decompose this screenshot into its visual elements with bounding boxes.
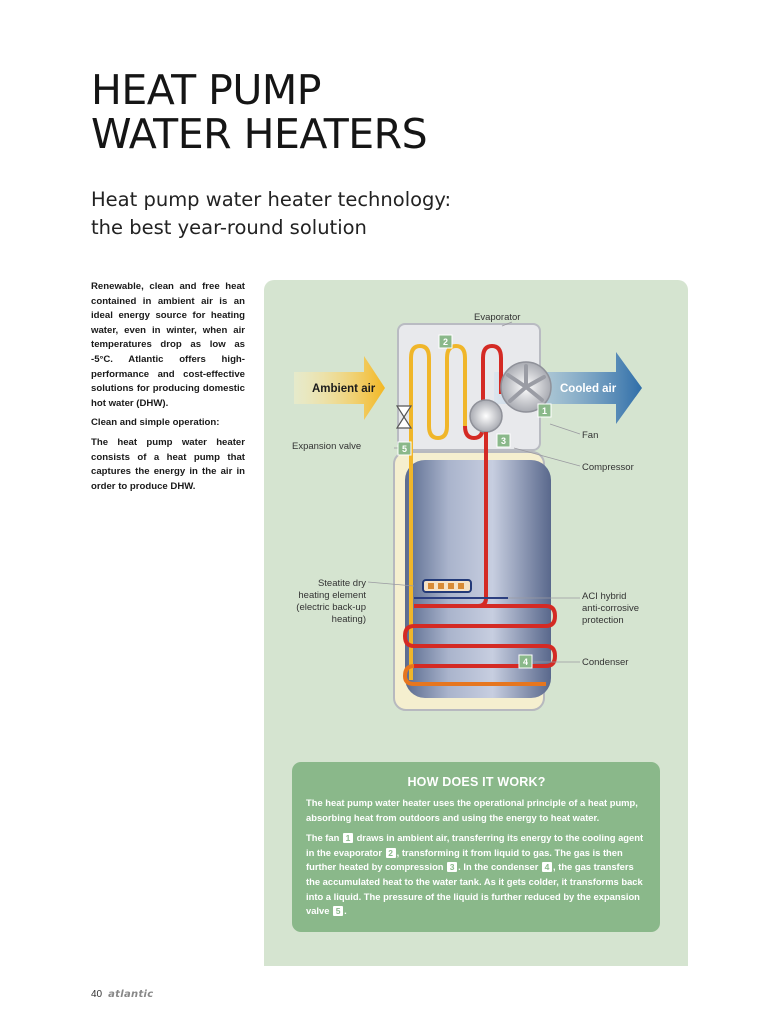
fan-blades [506, 364, 546, 403]
svg-text:ACI hybrid: ACI hybrid [582, 591, 626, 602]
page-title: HEAT PUMP WATER HEATERS [91, 66, 428, 158]
page-number: 40 [91, 989, 103, 1000]
expansion-valve-icon [395, 405, 413, 429]
svg-text:(electric back-up: (electric back-up [296, 602, 366, 613]
svg-text:5: 5 [402, 444, 407, 454]
compressor-label: Compressor [582, 462, 634, 473]
fan-label: Fan [582, 430, 598, 441]
inline-badge-1: 1 [342, 833, 353, 844]
inline-badge-2: 2 [385, 847, 396, 858]
badge-4: 4 [518, 654, 533, 669]
intro-paragraph-2: Clean and simple operation: [91, 417, 220, 429]
svg-text:heating element: heating element [298, 590, 366, 601]
steatite-label: Steatite dry heating element (electric b… [296, 578, 366, 625]
cooled-air-arrow [494, 352, 642, 424]
badge-2: 2 [438, 334, 453, 349]
inline-badge-5: 5 [333, 906, 344, 917]
heating-element-cells [428, 583, 464, 589]
evaporator-coil-hot [463, 343, 503, 441]
heat-pump-diagram: Ambient air Cooled air [292, 312, 642, 711]
page-subtitle-line-2: the best year-round solution [91, 216, 367, 239]
inline-badge-3: 3 [447, 862, 458, 873]
cooled-air-label: Cooled air [560, 383, 617, 395]
condenser-label: Condenser [582, 657, 628, 668]
how-paragraph-1: The heat pump water heater uses the oper… [306, 797, 638, 823]
page-footer: 40 atlantic [91, 989, 153, 1000]
compressor-icon [469, 399, 503, 433]
page-title-line-2: WATER HEATERS [91, 110, 428, 158]
svg-text:anti-corrosive: anti-corrosive [582, 603, 639, 614]
svg-text:4: 4 [523, 657, 528, 667]
aci-label: ACI hybrid anti-corrosive protection [582, 591, 639, 626]
brand-logo: atlantic [108, 989, 154, 1000]
evaporator-coil-cold [409, 343, 467, 680]
badge-3: 3 [496, 433, 511, 448]
evaporator-label: Evaporator [474, 312, 520, 323]
how-paragraph-2: The fan 1 draws in ambient air, transfer… [306, 832, 644, 917]
inline-badge-4: 4 [541, 862, 552, 873]
page-title-line-1: HEAT PUMP [91, 66, 322, 114]
svg-text:2: 2 [443, 337, 448, 347]
intro-paragraph-1: Renewable, clean and free heat contained… [91, 281, 245, 409]
ambient-air-label: Ambient air [312, 383, 376, 395]
svg-text:3: 3 [501, 436, 506, 446]
how-it-works-title: HOW DOES IT WORK? [407, 775, 546, 789]
intro-text: Renewable, clean and free heat contained… [91, 280, 245, 499]
svg-text:protection: protection [582, 615, 624, 626]
page-subtitle-line-1: Heat pump water heater technology: [91, 188, 452, 211]
water-tank [405, 460, 551, 698]
svg-text:1: 1 [542, 406, 547, 416]
svg-text:Steatite dry: Steatite dry [318, 578, 366, 589]
intro-paragraph-3: The heat pump water heater consists of a… [91, 436, 245, 492]
how-it-works-box: HOW DOES IT WORK? The heat pump water he… [292, 762, 660, 932]
expansion-valve-label: Expansion valve [292, 441, 361, 452]
ambient-air-arrow [294, 356, 385, 420]
svg-text:heating): heating) [332, 614, 366, 625]
page-subtitle: Heat pump water heater technology: the b… [91, 186, 451, 242]
badge-1: 1 [537, 403, 552, 418]
badge-5: 5 [397, 441, 412, 456]
condenser-coil [402, 604, 558, 686]
